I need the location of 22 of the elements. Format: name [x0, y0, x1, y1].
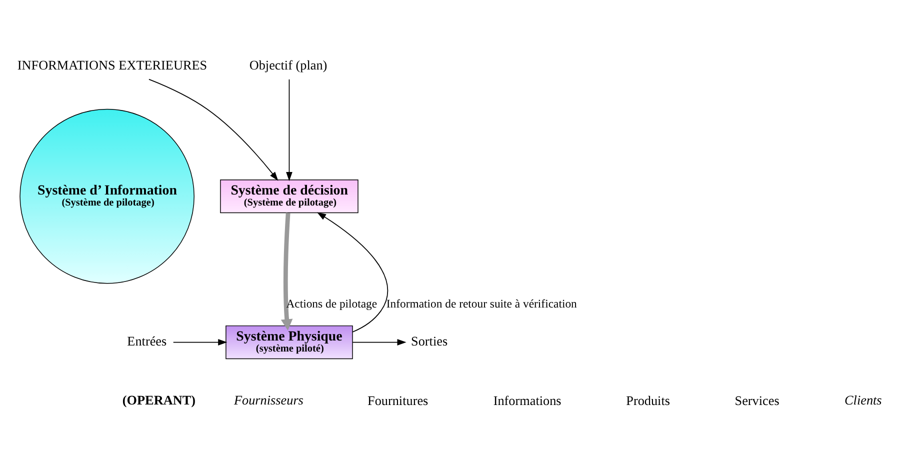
edge-label: Actions de pilotage — [286, 296, 378, 310]
arrow — [280, 212, 293, 330]
arrow — [352, 338, 406, 345]
label: Fournisseurs — [234, 392, 304, 407]
node-text: INFORMATIONS EXTERIEURES — [17, 56, 208, 72]
label: Fournitures — [368, 392, 428, 408]
node-box: Système de décision (Système de pilotage) — [220, 179, 358, 213]
node-text: Objectif (plan) — [249, 56, 328, 72]
node-text: Entrées — [127, 332, 167, 348]
label: Produits — [626, 392, 670, 408]
node-box: Système Physique (système piloté) — [226, 324, 353, 359]
node-label: (OPERANT) — [122, 392, 196, 407]
label: Services — [734, 392, 780, 408]
arrow — [172, 338, 228, 345]
label: Informations — [493, 392, 562, 408]
node-circle: Système d’ Information (Système de pilotage) — [20, 108, 194, 284]
edge-label: Information de retour suite à vérification — [386, 296, 577, 310]
arrow — [286, 78, 292, 181]
arrow — [148, 78, 278, 180]
node-text: Sorties — [411, 332, 448, 348]
arrow — [316, 212, 388, 332]
label: Clients — [844, 392, 882, 407]
